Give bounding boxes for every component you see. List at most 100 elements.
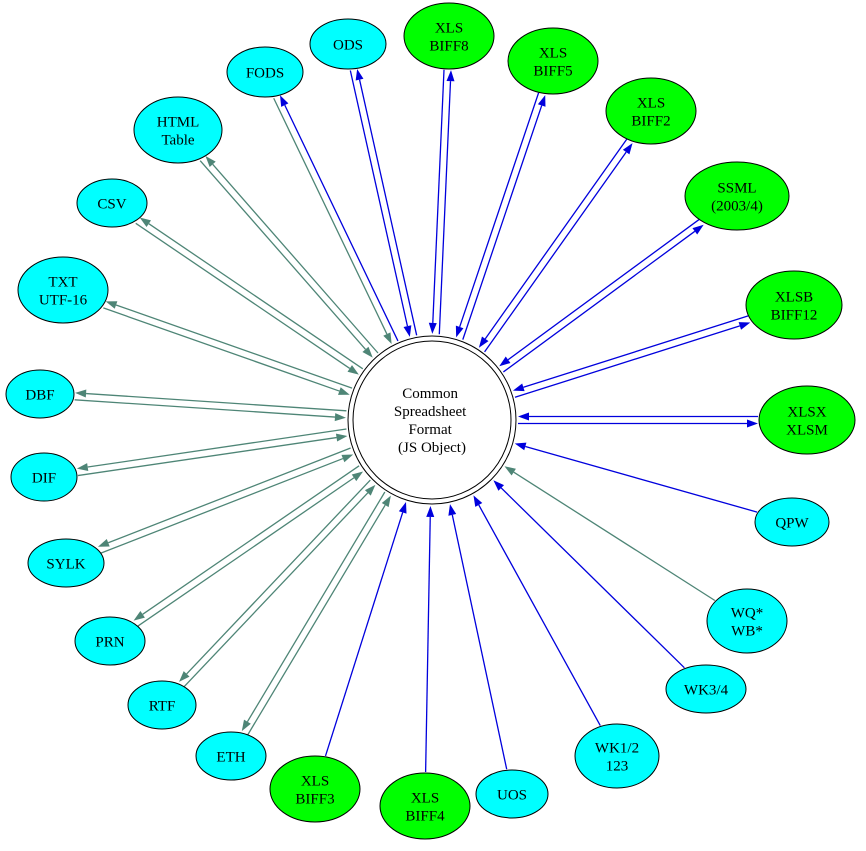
node-dbf-label: DBF [25,388,54,404]
edge-xls-biff4-in-arrowhead [426,505,435,518]
edge-xls-biff2-out [484,151,627,353]
edge-dif-in [77,436,337,477]
edge-html-table-in-arrowhead [362,346,373,358]
node-ssml-label: SSML(2003/4) [711,181,763,215]
node-wk12-shape [574,723,660,789]
edge-csv-out [148,223,364,370]
node-xls-biff5-shape [507,27,599,95]
edge-rtf-in-arrowhead [364,484,376,496]
node-eth-shape [195,731,267,781]
edge-prn-out-arrowhead [133,611,145,621]
node-sylk: SYLK [27,538,105,588]
center-node-inner-circle [352,340,512,500]
node-dif-label: DIF [32,471,56,487]
edge-xls-biff2-out-arrowhead [622,143,633,155]
edge-sylk-out-arrowhead [97,539,110,547]
node-dbf: DBF [5,369,75,419]
edge-wk12-in [478,504,601,726]
edge-html-table-out-arrowhead [205,156,216,167]
edges-layer [74,68,758,773]
edge-ssml-in-arrowhead [499,356,511,367]
node-fods: FODS [226,46,304,98]
node-wq-wb-shape [706,588,788,654]
node-wq-wb: WQ*WB* [706,588,788,654]
node-dif: DIF [10,452,78,502]
edge-xlsx-out-arrowhead [747,419,758,428]
edge-wk12-in-arrowhead [473,495,483,507]
edge-dbf-out [86,392,347,412]
edge-dif-out [87,428,347,468]
node-xls-biff3-shape [269,755,361,823]
edge-ods-in [349,70,409,327]
node-rtf: RTF [127,680,197,730]
node-qpw: QPW [754,497,830,547]
edge-rtf-in [183,492,369,688]
node-ssml-shape [684,161,790,231]
edge-fods-out-arrowhead [280,95,289,107]
edge-xls-biff8-out-arrowhead [446,70,455,82]
node-wk34-shape [665,664,747,714]
node-sylk-label: SYLK [46,557,85,573]
edge-uos-in [451,514,508,770]
node-sylk-shape [27,538,105,588]
edge-xls-biff2-in-arrowhead [478,336,489,348]
edge-xls-biff5-out-arrowhead [537,95,546,107]
edge-ods-in-arrowhead [403,325,412,337]
node-ods: ODS [309,18,387,70]
edge-xls-biff5-out [462,105,543,340]
edge-ods-out [358,79,418,336]
node-xls-biff2-shape [605,77,697,145]
node-ssml: SSML(2003/4) [684,161,790,231]
node-prn-shape [74,616,146,666]
edge-sylk-out [107,447,351,544]
edge-wq-wb-in-arrowhead [504,466,516,476]
edge-xls-biff5-in-arrowhead [455,325,464,338]
node-uos-label: UOS [497,788,527,804]
node-uos-shape [475,769,549,819]
edge-wq-wb-in [513,471,716,602]
edge-xls-biff3-in [324,512,404,757]
edge-fods-out [284,104,399,342]
edge-eth-out [246,491,386,723]
edge-fods-in-arrowhead [383,332,392,344]
edge-xls-biff2-in [484,138,628,340]
node-ods-shape [309,18,387,70]
node-qpw-shape [754,497,830,547]
edge-xlsb-out-arrowhead [738,322,751,330]
edge-dbf-in-arrowhead [334,413,346,422]
edge-prn-in-arrowhead [351,471,364,482]
edge-csv-in-arrowhead [347,365,359,375]
edge-xlsx-in-arrowhead [518,412,529,421]
node-ods-label: ODS [333,38,363,54]
edge-eth-out-arrowhead [241,719,251,732]
node-rtf-shape [127,680,197,730]
edge-prn-in [137,477,355,627]
edge-xlsb-in-arrowhead [512,383,525,392]
node-rtf-label: RTF [149,699,176,715]
edge-ssml-in [507,218,700,361]
node-dbf-shape [5,369,75,419]
center-node: Common Spreadsheet Format (JS Object) [347,335,517,505]
edge-dbf-out-arrowhead [75,389,87,398]
edge-txt-utf16-out [115,304,353,389]
edge-dif-out-arrowhead [76,463,89,471]
node-dif-shape [10,452,78,502]
edge-uos-in-arrowhead [448,504,457,516]
edge-txt-utf16-in-arrowhead [338,387,350,395]
node-csv: CSV [76,178,148,228]
